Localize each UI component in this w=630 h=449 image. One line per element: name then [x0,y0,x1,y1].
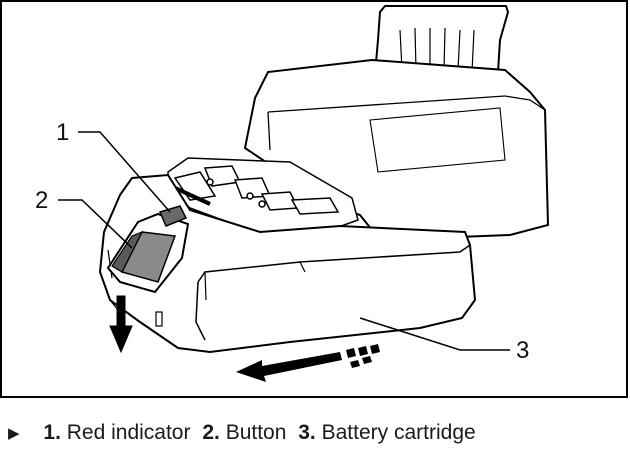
caption-item-3: 3. Battery cartridge [298,421,475,444]
caption-item-label: Red indicator [66,421,191,444]
battery-rails [167,157,361,239]
battery-cartridge-body [98,173,477,354]
caption-item-2: 2. Button [202,421,286,444]
callout-2: 2 [35,187,48,214]
callout-3: 3 [516,337,529,364]
caption-marker-icon: ▶ [8,425,20,442]
down-arrow-icon [109,295,133,354]
slide-arrow-icon [236,344,380,382]
caption-item-number: 1. [43,421,61,444]
caption-item-number: 2. [202,421,220,444]
battery-removal-illustration: 1 2 3 [0,0,628,398]
caption-item-label: Battery cartridge [321,421,476,444]
tool-handle [373,5,510,76]
callout-1: 1 [56,119,69,146]
caption-item-label: Button [225,421,287,444]
caption-item-number: 3. [298,421,316,444]
release-button [106,212,190,294]
figure-frame [0,0,628,398]
caption-item-1: 1. Red indicator [43,421,190,444]
red-indicator [158,205,188,227]
figure-caption: ▶ 1. Red indicator 2. Button 3. Battery … [8,420,482,446]
callout-leaders [58,131,510,351]
